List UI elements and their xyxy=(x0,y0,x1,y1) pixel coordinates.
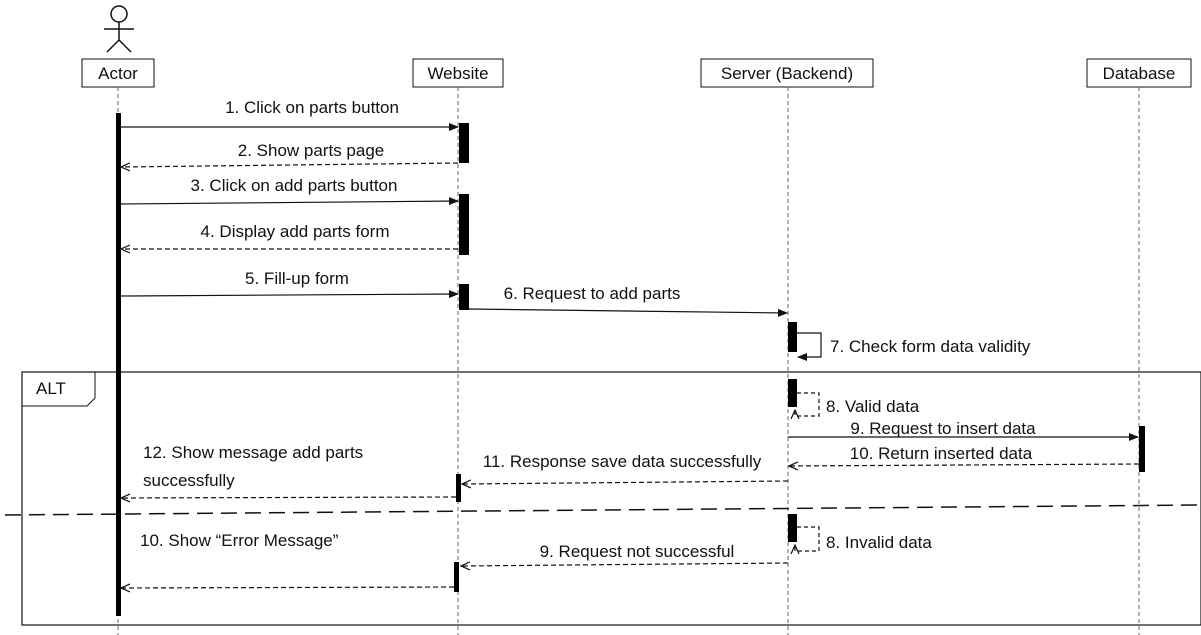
message-label-11: 11. Response save data successfully xyxy=(483,452,762,471)
message-label-12-line2: successfully xyxy=(143,471,235,490)
message-label-13: 8. Invalid data xyxy=(826,533,932,552)
message-label-4: 4. Display add parts form xyxy=(201,222,390,241)
participant-website: Website xyxy=(412,58,504,88)
activation-website-2 xyxy=(459,194,469,255)
activation-actor xyxy=(116,113,121,616)
message-label-12-line1: 12. Show message add parts xyxy=(143,443,363,462)
message-arrow-13 xyxy=(795,526,820,551)
message-arrow-2 xyxy=(121,163,459,167)
message-label-15: 10. Show “Error Message” xyxy=(140,531,339,550)
message-label-10: 10. Return inserted data xyxy=(850,444,1033,463)
message-arrow-15 xyxy=(121,587,455,588)
activation-website-3 xyxy=(459,284,469,310)
message-arrow-10 xyxy=(789,464,1140,466)
alt-frame: ALT xyxy=(4,371,1201,626)
participant-database: Database xyxy=(1086,58,1192,88)
actor-icon xyxy=(104,5,134,53)
message-label-1: 1. Click on parts button xyxy=(225,98,399,117)
message-arrow-7 xyxy=(797,332,822,361)
message-arrow-3 xyxy=(120,197,459,206)
message-label-8: 8. Valid data xyxy=(826,397,920,416)
activation-server-3 xyxy=(788,514,797,542)
message-arrow-8 xyxy=(795,392,820,416)
message-label-9: 9. Request to insert data xyxy=(850,419,1036,438)
activations xyxy=(116,113,1145,616)
message-arrow-5 xyxy=(120,290,459,299)
message-arrow-14 xyxy=(461,563,789,566)
activation-server-2 xyxy=(788,379,797,407)
activation-server-1 xyxy=(788,322,797,352)
message-labels: 1. Click on parts button 2. Show parts p… xyxy=(140,98,1036,561)
activation-website-4 xyxy=(456,474,461,502)
message-label-2: 2. Show parts page xyxy=(238,141,384,160)
message-arrow-6 xyxy=(468,308,788,317)
participant-website-label: Website xyxy=(427,64,488,83)
message-arrow-11 xyxy=(462,481,789,484)
participant-server-label: Server (Backend) xyxy=(721,64,853,83)
message-arrows xyxy=(120,123,1140,588)
message-arrow-12 xyxy=(121,497,457,498)
message-label-7: 7. Check form data validity xyxy=(830,337,1031,356)
activation-website-1 xyxy=(459,123,469,163)
activation-database xyxy=(1139,426,1145,472)
message-label-6: 6. Request to add parts xyxy=(504,284,681,303)
participant-actor: Actor xyxy=(81,58,155,88)
participant-actor-label: Actor xyxy=(98,64,138,83)
message-label-14: 9. Request not successful xyxy=(540,542,735,561)
participant-server: Server (Backend) xyxy=(700,58,874,88)
activation-website-5 xyxy=(454,562,459,592)
participant-database-label: Database xyxy=(1103,64,1176,83)
message-label-3: 3. Click on add parts button xyxy=(191,176,398,195)
message-label-5: 5. Fill-up form xyxy=(245,269,349,288)
alt-separator xyxy=(4,504,1201,516)
alt-frame-label: ALT xyxy=(36,379,66,398)
